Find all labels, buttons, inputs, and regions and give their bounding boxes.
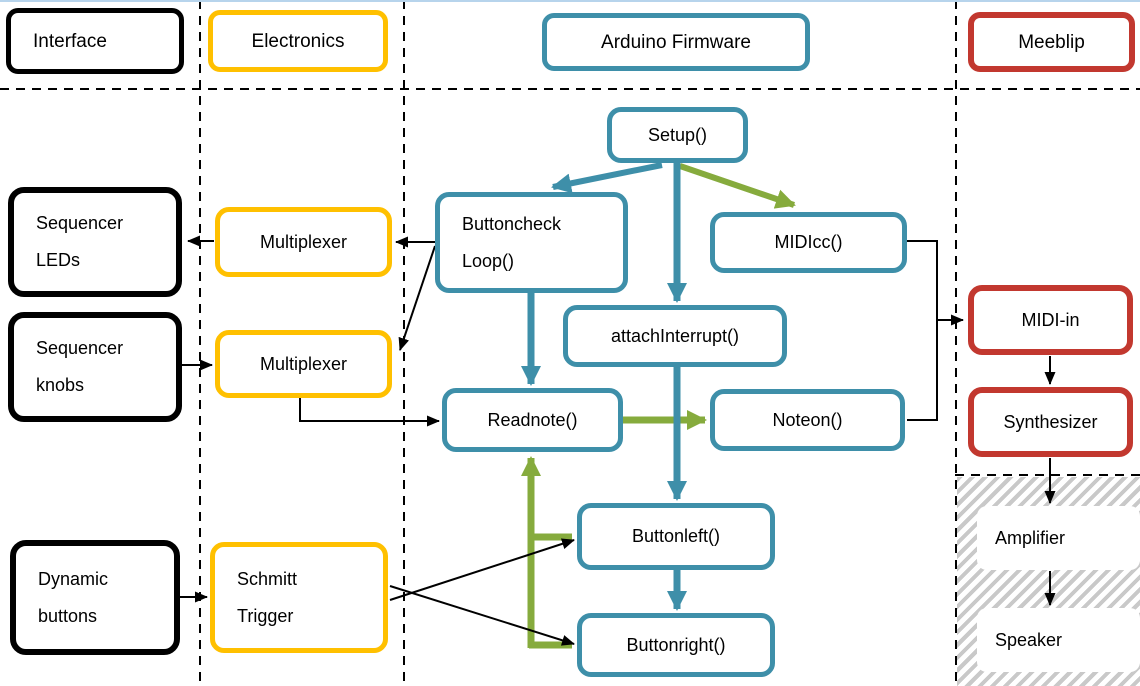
node-label: Noteon() <box>772 409 843 430</box>
node-label: Multiplexer <box>259 231 348 252</box>
node-sequencer-leds: Sequencer LEDs <box>8 187 182 297</box>
arrow-setup-to-midicc <box>679 163 796 209</box>
arrow-midicc-noteon-junction <box>907 240 938 421</box>
lane-header-label: Interface <box>33 30 107 52</box>
node-buttonright: Buttonright() <box>577 613 775 677</box>
lane-header-arduino-firmware: Arduino Firmware <box>542 13 810 71</box>
lane-header-label: Electronics <box>251 30 345 52</box>
node-label: Sequencer LEDs <box>36 213 124 270</box>
arrow-buttoncheck-to-multiplexer-bottom <box>398 245 436 351</box>
node-label: Speaker <box>995 629 1063 650</box>
node-label: Buttoncheck Loop() <box>462 213 562 271</box>
node-readnote: Readnote() <box>442 388 623 452</box>
node-midi-in: MIDI-in <box>968 285 1133 355</box>
arrow-multiplexer-to-readnote <box>299 398 440 427</box>
node-multiplexer-bottom: Multiplexer <box>215 330 392 398</box>
node-noteon: Noteon() <box>710 389 905 451</box>
lane-header-electronics: Electronics <box>208 10 388 72</box>
node-multiplexer-top: Multiplexer <box>215 207 392 277</box>
node-schmitt-trigger: Schmitt Trigger <box>210 542 388 653</box>
node-midicc: MIDIcc() <box>710 212 907 273</box>
node-label: Dynamic buttons <box>38 568 109 626</box>
node-sequencer-knobs: Sequencer knobs <box>8 312 182 422</box>
node-label: MIDI-in <box>1021 309 1080 330</box>
node-buttoncheck-loop: Buttoncheck Loop() <box>435 192 628 293</box>
lane-header-interface: Interface <box>6 8 184 74</box>
node-label: attachInterrupt() <box>610 325 740 346</box>
lane-header-label: Arduino Firmware <box>601 31 751 53</box>
arrow-schmitt-to-buttonright <box>389 585 575 646</box>
node-amplifier: Amplifier <box>977 506 1140 570</box>
lane-header-meeblip: Meeblip <box>968 12 1135 72</box>
node-label: Readnote() <box>487 409 578 430</box>
node-label: MIDIcc() <box>774 232 843 252</box>
node-dynamic-buttons: Dynamic buttons <box>10 540 180 655</box>
top-border-strip <box>0 0 1140 2</box>
lane-header-label: Meeblip <box>1018 31 1085 53</box>
meeblip-analog-divider <box>955 474 1140 476</box>
node-synthesizer: Synthesizer <box>968 387 1133 457</box>
node-label: Schmitt Trigger <box>237 568 298 626</box>
node-label: Buttonleft() <box>631 526 721 546</box>
node-label: Buttonright() <box>626 634 726 655</box>
node-label: Synthesizer <box>1003 411 1098 432</box>
node-speaker: Speaker <box>977 608 1140 672</box>
node-label: Multiplexer <box>259 353 348 374</box>
lane-divider-interface-electronics <box>199 0 201 686</box>
header-divider <box>0 88 1140 90</box>
node-label: Setup() <box>647 124 708 145</box>
lane-divider-firmware-meeblip <box>955 0 957 686</box>
node-label: Sequencer knobs <box>36 338 124 395</box>
node-buttonleft: Buttonleft() <box>577 503 775 570</box>
node-label: Amplifier <box>995 527 1066 548</box>
node-setup: Setup() <box>607 107 748 163</box>
arrow-schmitt-to-buttonleft <box>389 538 575 601</box>
node-attach-interrupt: attachInterrupt() <box>563 305 787 367</box>
arrow-setup-to-buttoncheck <box>551 162 663 194</box>
